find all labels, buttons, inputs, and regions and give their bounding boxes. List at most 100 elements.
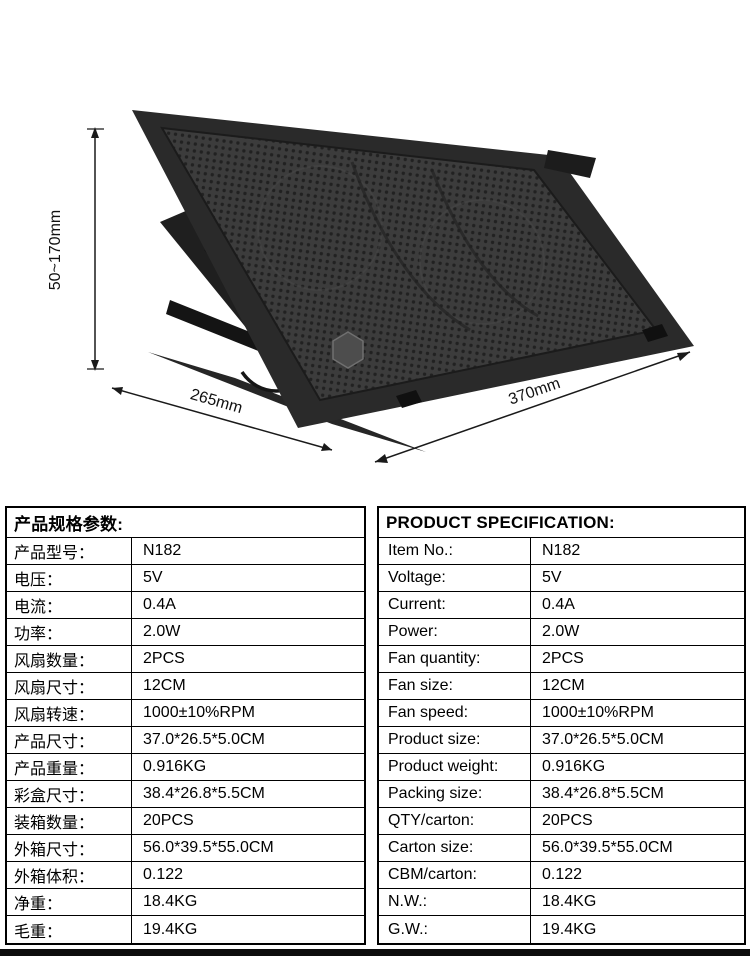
spec-value: 12CM [542,677,585,694]
spec-value: 37.0*26.5*5.0CM [542,731,664,748]
spec-value: 18.4KG [542,893,597,910]
table-row: 净重： 18.4KG [7,889,364,916]
spec-label: 毛重： [7,916,132,943]
spec-label: G.W.: [379,916,531,943]
table-row: Product weight: 0.916KG [379,754,744,781]
table-row: 外箱体积： 0.122 [7,862,364,889]
table-row: 风扇转速： 1000±10%RPM [7,700,364,727]
spec-label: 产品型号： [7,538,132,564]
spec-label: QTY/carton: [379,808,531,834]
table-row: Fan size: 12CM [379,673,744,700]
depth-dimension-arrow [111,387,333,451]
spec-label: Packing size: [379,781,531,807]
spec-value: 0.4A [143,596,176,613]
table-row: 产品型号： N182 [7,538,364,565]
spec-label: N.W.: [379,889,531,915]
footer-bar [0,949,750,956]
table-row: Packing size: 38.4*26.8*5.5CM [379,781,744,808]
table-row: Carton size: 56.0*39.5*55.0CM [379,835,744,862]
spec-value: 5V [143,569,163,586]
spec-label: 外箱体积： [7,862,132,888]
spec-label: 净重： [7,889,132,915]
table-row: 风扇尺寸： 12CM [7,673,364,700]
spec-value: N182 [143,542,182,559]
table-row: CBM/carton: 0.122 [379,862,744,889]
spec-value: 19.4KG [542,920,597,938]
spec-value: 0.4A [542,596,575,613]
spec-label: 彩盒尺寸： [7,781,132,807]
spec-label: 产品重量： [7,754,132,780]
spec-label: 装箱数量： [7,808,132,834]
table-row: 风扇数量： 2PCS [7,646,364,673]
brand-logo [332,331,364,369]
table-row: Current: 0.4A [379,592,744,619]
spec-value: 37.0*26.5*5.0CM [143,731,265,748]
product-figure: 50~170mm 265mm 370mm [47,110,694,463]
table-row: G.W.: 19.4KG [379,916,744,943]
spec-value: 56.0*39.5*55.0CM [542,839,673,856]
table-row: 装箱数量： 20PCS [7,808,364,835]
table-row: Power: 2.0W [379,619,744,646]
spec-value: 38.4*26.8*5.5CM [143,785,265,802]
table-row: Item No.: N182 [379,538,744,565]
spec-value: 12CM [143,677,186,694]
table-row: N.W.: 18.4KG [379,889,744,916]
spec-label: Power: [379,619,531,645]
spec-label: 电压： [7,565,132,591]
en-table-title: PRODUCT SPECIFICATION: [379,508,744,538]
fan-right [419,199,545,325]
spec-label: 电流： [7,592,132,618]
table-row: Voltage: 5V [379,565,744,592]
spec-label: Product weight: [379,754,531,780]
spec-value: 20PCS [542,812,593,829]
width-dimension-arrow [374,351,691,463]
table-row: 彩盒尺寸： 38.4*26.8*5.5CM [7,781,364,808]
spec-value: 2.0W [143,623,181,640]
table-row: 电压： 5V [7,565,364,592]
spec-label: 外箱尺寸： [7,835,132,861]
spec-tables: 产品规格参数: 产品型号： N182 电压： 5V 电流： 0.4A 功率： 2… [0,506,750,946]
front-clip-left [396,390,422,408]
spec-value: 20PCS [143,812,194,829]
table-row: 外箱尺寸： 56.0*39.5*55.0CM [7,835,364,862]
spec-value: 0.122 [542,866,583,883]
table-row: Fan quantity: 2PCS [379,646,744,673]
spec-value: N182 [542,542,581,559]
spec-value: 56.0*39.5*55.0CM [143,839,274,856]
spec-label: Product size: [379,727,531,753]
spec-value: 0.122 [143,866,184,883]
table-row: 产品重量： 0.916KG [7,754,364,781]
spec-value: 0.916KG [542,758,606,775]
spec-label: 风扇转速： [7,700,132,726]
spec-value: 1000±10%RPM [542,704,654,721]
spec-label: 风扇尺寸： [7,673,132,699]
spec-label: Carton size: [379,835,531,861]
spec-value: 38.4*26.8*5.5CM [542,785,664,802]
table-row: 毛重： 19.4KG [7,916,364,943]
spec-value: 2PCS [143,650,185,667]
en-spec-table: PRODUCT SPECIFICATION: Item No.: N182 Vo… [377,506,746,945]
spec-label: Fan size: [379,673,531,699]
cn-table-title: 产品规格参数: [7,508,364,538]
spec-value: 1000±10%RPM [143,704,255,721]
table-row: QTY/carton: 20PCS [379,808,744,835]
spec-value: 18.4KG [143,893,198,910]
cn-spec-table: 产品规格参数: 产品型号： N182 电压： 5V 电流： 0.4A 功率： 2… [5,506,366,945]
ridge-line-right [430,169,539,318]
table-row: Product size: 37.0*26.5*5.0CM [379,727,744,754]
spec-label: Item No.: [379,538,531,564]
spec-label: Voltage: [379,565,531,591]
spec-label: 产品尺寸： [7,727,132,753]
spec-value: 2.0W [542,623,580,640]
table-row: 产品尺寸： 37.0*26.5*5.0CM [7,727,364,754]
spec-value: 19.4KG [143,920,198,938]
spec-label: 功率： [7,619,132,645]
spec-label: Fan quantity: [379,646,531,672]
spec-label: Current: [379,592,531,618]
ridge-line-left [350,161,471,332]
table-row: 功率： 2.0W [7,619,364,646]
spec-label: CBM/carton: [379,862,531,888]
spec-value: 5V [542,569,562,586]
table-row: 电流： 0.4A [7,592,364,619]
